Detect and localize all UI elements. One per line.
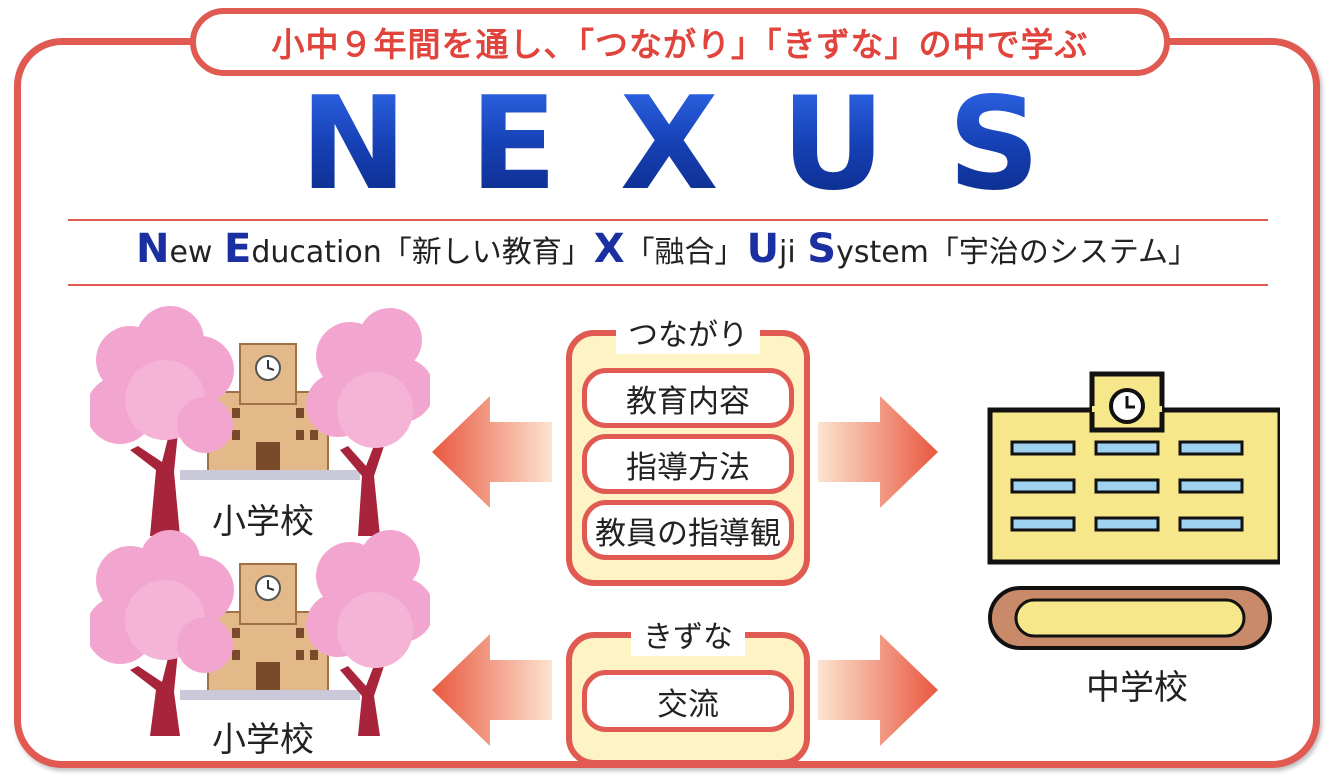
connection-item-view: 教員の指導観 xyxy=(582,500,794,560)
elementary-school-illustration-top xyxy=(90,306,430,536)
top-divider xyxy=(68,219,1268,221)
bond-label: きずな xyxy=(631,612,745,656)
connection-item-content: 教育内容 xyxy=(582,368,794,428)
cherry-tree-icon xyxy=(306,308,430,536)
acronym-rest-x: 「融合」 xyxy=(624,235,745,270)
cherry-tree-icon xyxy=(90,530,234,736)
bottom-divider xyxy=(68,284,1268,286)
left-arrow-icon xyxy=(432,634,552,746)
connection-label: つながり xyxy=(616,310,760,354)
acronym-initial-x: X xyxy=(593,226,625,272)
left-arrow-icon xyxy=(432,396,552,508)
acronym-initial-s: S xyxy=(807,226,837,272)
cherry-tree-icon xyxy=(90,306,234,536)
title-letter-s: S xyxy=(947,70,1040,219)
acronym-rest-u: ji xyxy=(779,235,806,270)
right-arrow-icon xyxy=(818,634,938,746)
right-arrow-icon xyxy=(818,396,938,508)
header-subtitle: 小中９年間を通し、「つながり」「きずな」の中で学ぶ xyxy=(271,25,1089,64)
acronym-initial-e: E xyxy=(223,226,252,272)
elementary-school-illustration-bottom xyxy=(90,530,430,736)
junior-high-school-label: 中学校 xyxy=(1086,668,1188,708)
acronym-rest-e: ducation「新しい教育」 xyxy=(251,235,592,270)
header-banner: 小中９年間を通し、「つながり」「きずな」の中で学ぶ xyxy=(190,8,1170,76)
connection-item-method: 指導方法 xyxy=(582,434,794,494)
cherry-tree-icon xyxy=(306,530,430,736)
title-letter-n: N xyxy=(300,70,408,219)
sports-field-icon xyxy=(988,586,1272,650)
connection-panel: つながり 教育内容 指導方法 教員の指導観 xyxy=(566,310,810,586)
acronym-rest-s: ystem「宇治のシステム」 xyxy=(836,235,1199,270)
acronym-initial-n: N xyxy=(135,226,170,272)
nexus-title: N E X U S xyxy=(300,80,1040,210)
acronym-rest-n: ew xyxy=(169,235,222,270)
elementary-school-label-top: 小学校 xyxy=(212,502,314,542)
school-building-icon xyxy=(180,343,360,480)
acronym-initial-u: U xyxy=(746,226,780,272)
bond-item-exchange: 交流 xyxy=(582,670,794,732)
clock-icon xyxy=(1109,388,1145,424)
junior-high-school-illustration xyxy=(987,371,1280,650)
elementary-school-label-bottom: 小学校 xyxy=(212,720,314,760)
bond-panel: きずな 交流 xyxy=(566,612,810,766)
title-letter-u: U xyxy=(781,70,886,219)
title-letter-e: E xyxy=(469,70,558,219)
title-letter-x: X xyxy=(619,70,719,219)
